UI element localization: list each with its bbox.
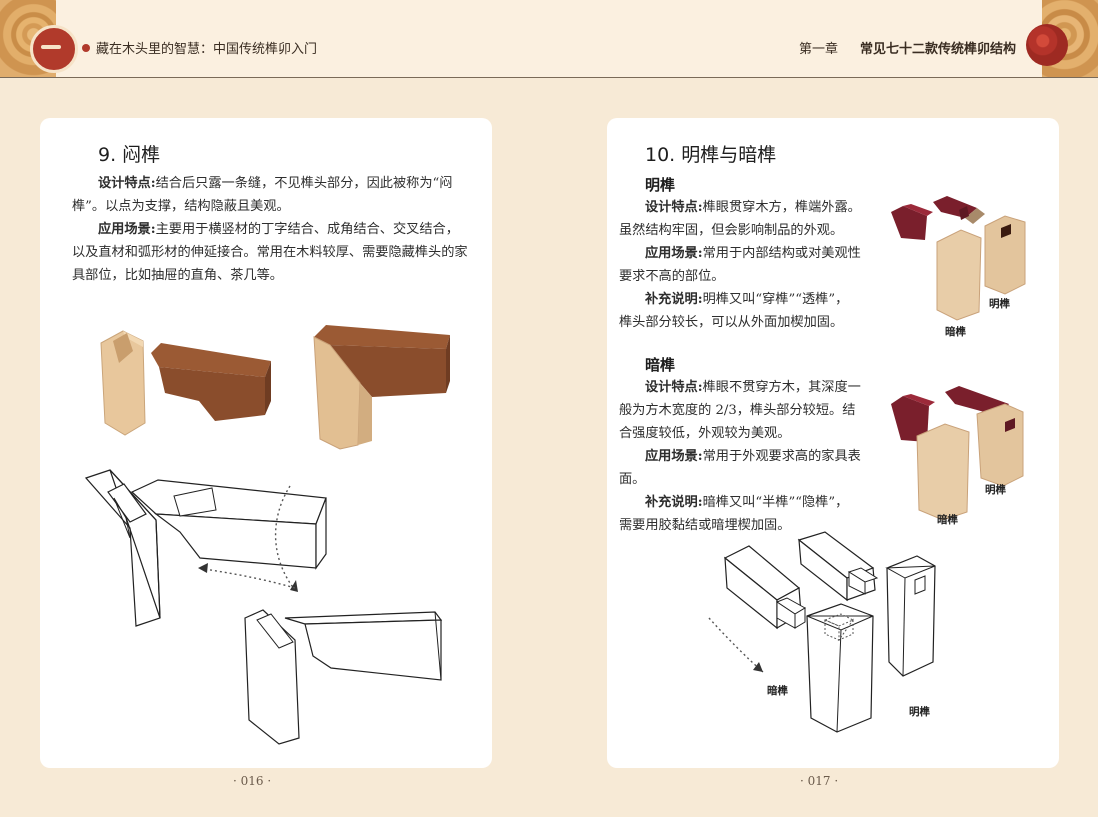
usage-paragraph: 应用场景:主要用于横竖材的丁字结合、成角结合、交叉结合，以及直材和弧形材的伸延接… bbox=[72, 218, 470, 287]
menjun-separated-photo bbox=[100, 330, 271, 436]
an-design-label: 设计特点: bbox=[645, 380, 703, 395]
subtitle-mingjun: 明榫 bbox=[645, 176, 676, 194]
label-fig3-anjun: 暗榫 bbox=[767, 685, 788, 697]
ming-usage-label: 应用场景: bbox=[645, 246, 703, 261]
bullet-icon bbox=[82, 43, 90, 52]
menjun-assembled-photo bbox=[313, 325, 450, 450]
an-usage-text: 常用于外观要求高的家具表面。 bbox=[619, 449, 861, 487]
an-note-paragraph: 补充说明:暗榫又叫“半榫”“隐榫”，需要用胶黏结或暗埋楔加固。 bbox=[619, 491, 861, 537]
section-title-mingjun-anjun: 10. 明榫与暗榫 bbox=[645, 144, 777, 166]
ming-note-label: 补充说明: bbox=[645, 292, 703, 307]
subtitle-anjun: 暗榫 bbox=[645, 356, 676, 374]
page-number-right: · 017 · bbox=[800, 774, 839, 788]
label-fig2-anjun: 暗榫 bbox=[937, 514, 958, 526]
usage-text: 主要用于横竖材的丁字结合、成角结合、交叉结合，以及直材和弧形材的伸延接合。常用在… bbox=[72, 222, 468, 283]
ming-note-paragraph: 补充说明:明榫又叫“穿榫”“透榫”，榫头部分较长，可以从外面加楔加固。 bbox=[619, 288, 861, 334]
menjun-line-drawing-exploded bbox=[84, 469, 327, 627]
anjun-photo bbox=[891, 386, 1024, 521]
book-logo-icon bbox=[30, 25, 78, 73]
ming-design-text: 榫眼贯穿木方，榫端外露。虽然结构牢固，但会影响制品的外观。 bbox=[619, 200, 861, 238]
an-design-text: 榫眼不贯穿方木，其深度一般为方木宽度的 2/3，榫头部分较短。结合强度较低，外观… bbox=[619, 380, 861, 441]
right-page: 10. 明榫与暗榫 明榫 设计特点:榫眼贯穿木方，榫端外露。虽然结构牢固，但会影… bbox=[607, 118, 1059, 788]
design-label: 设计特点: bbox=[98, 176, 156, 191]
left-page: 9. 闷榫 设计特点:结合后只露一条缝，不见榫头部分，因此被称为“闷榫”。以点为… bbox=[40, 118, 492, 788]
label-fig1-mingjun: 明榫 bbox=[989, 298, 1010, 310]
design-paragraph: 设计特点:结合后只露一条缝，不见榫头部分，因此被称为“闷榫”。以点为支撑，结构隐… bbox=[72, 172, 470, 218]
an-design-paragraph: 设计特点:榫眼不贯穿方木，其深度一般为方木宽度的 2/3，榫头部分较短。结合强度… bbox=[619, 376, 861, 445]
chapter-title: 常见七十二款传统榫卯结构 bbox=[859, 42, 1016, 57]
design-text: 结合后只露一条缝，不见榫头部分，因此被称为“闷榫”。以点为支撑，结构隐蔽且美观。 bbox=[72, 176, 453, 214]
page-number-left: · 016 · bbox=[233, 774, 272, 788]
an-note-label: 补充说明: bbox=[645, 495, 703, 510]
chapter-number: 第一章 bbox=[798, 42, 838, 57]
book-title: 藏在木头里的智慧：中国传统榫卯入门 bbox=[96, 42, 318, 57]
ming-design-paragraph: 设计特点:榫眼贯穿木方，榫端外露。虽然结构牢固，但会影响制品的外观。 bbox=[619, 196, 861, 242]
running-head-left: 藏在木头里的智慧：中国传统榫卯入门 bbox=[82, 38, 317, 57]
usage-label: 应用场景: bbox=[98, 222, 156, 237]
ming-note-text: 明榫又叫“穿榫”“透榫”，榫头部分较长，可以从外面加楔加固。 bbox=[619, 292, 849, 330]
label-fig1-anjun: 暗榫 bbox=[945, 326, 966, 338]
label-fig3-mingjun: 明榫 bbox=[909, 706, 930, 718]
page-header: 藏在木头里的智慧：中国传统榫卯入门 第一章 常见七十二款传统榫卯结构 bbox=[0, 0, 1098, 78]
chapter-flower-icon bbox=[1026, 24, 1068, 66]
an-usage-label: 应用场景: bbox=[645, 449, 703, 464]
an-note-text: 暗榫又叫“半榫”“隐榫”，需要用胶黏结或暗埋楔加固。 bbox=[619, 495, 849, 533]
ming-usage-paragraph: 应用场景:常用于内部结构或对美观性要求不高的部位。 bbox=[619, 242, 861, 288]
mingjun-anjun-line-drawing bbox=[708, 531, 936, 733]
label-fig2-mingjun: 明榫 bbox=[985, 484, 1006, 496]
ming-design-label: 设计特点: bbox=[645, 200, 703, 215]
ming-usage-text: 常用于内部结构或对美观性要求不高的部位。 bbox=[619, 246, 861, 284]
running-head-right: 第一章 常见七十二款传统榫卯结构 bbox=[799, 38, 1016, 57]
an-usage-paragraph: 应用场景:常用于外观要求高的家具表面。 bbox=[619, 445, 861, 491]
mingjun-photo bbox=[891, 196, 1026, 321]
section-title-menjun: 9. 闷榫 bbox=[98, 144, 161, 166]
menjun-line-drawing-assembled bbox=[244, 609, 443, 745]
